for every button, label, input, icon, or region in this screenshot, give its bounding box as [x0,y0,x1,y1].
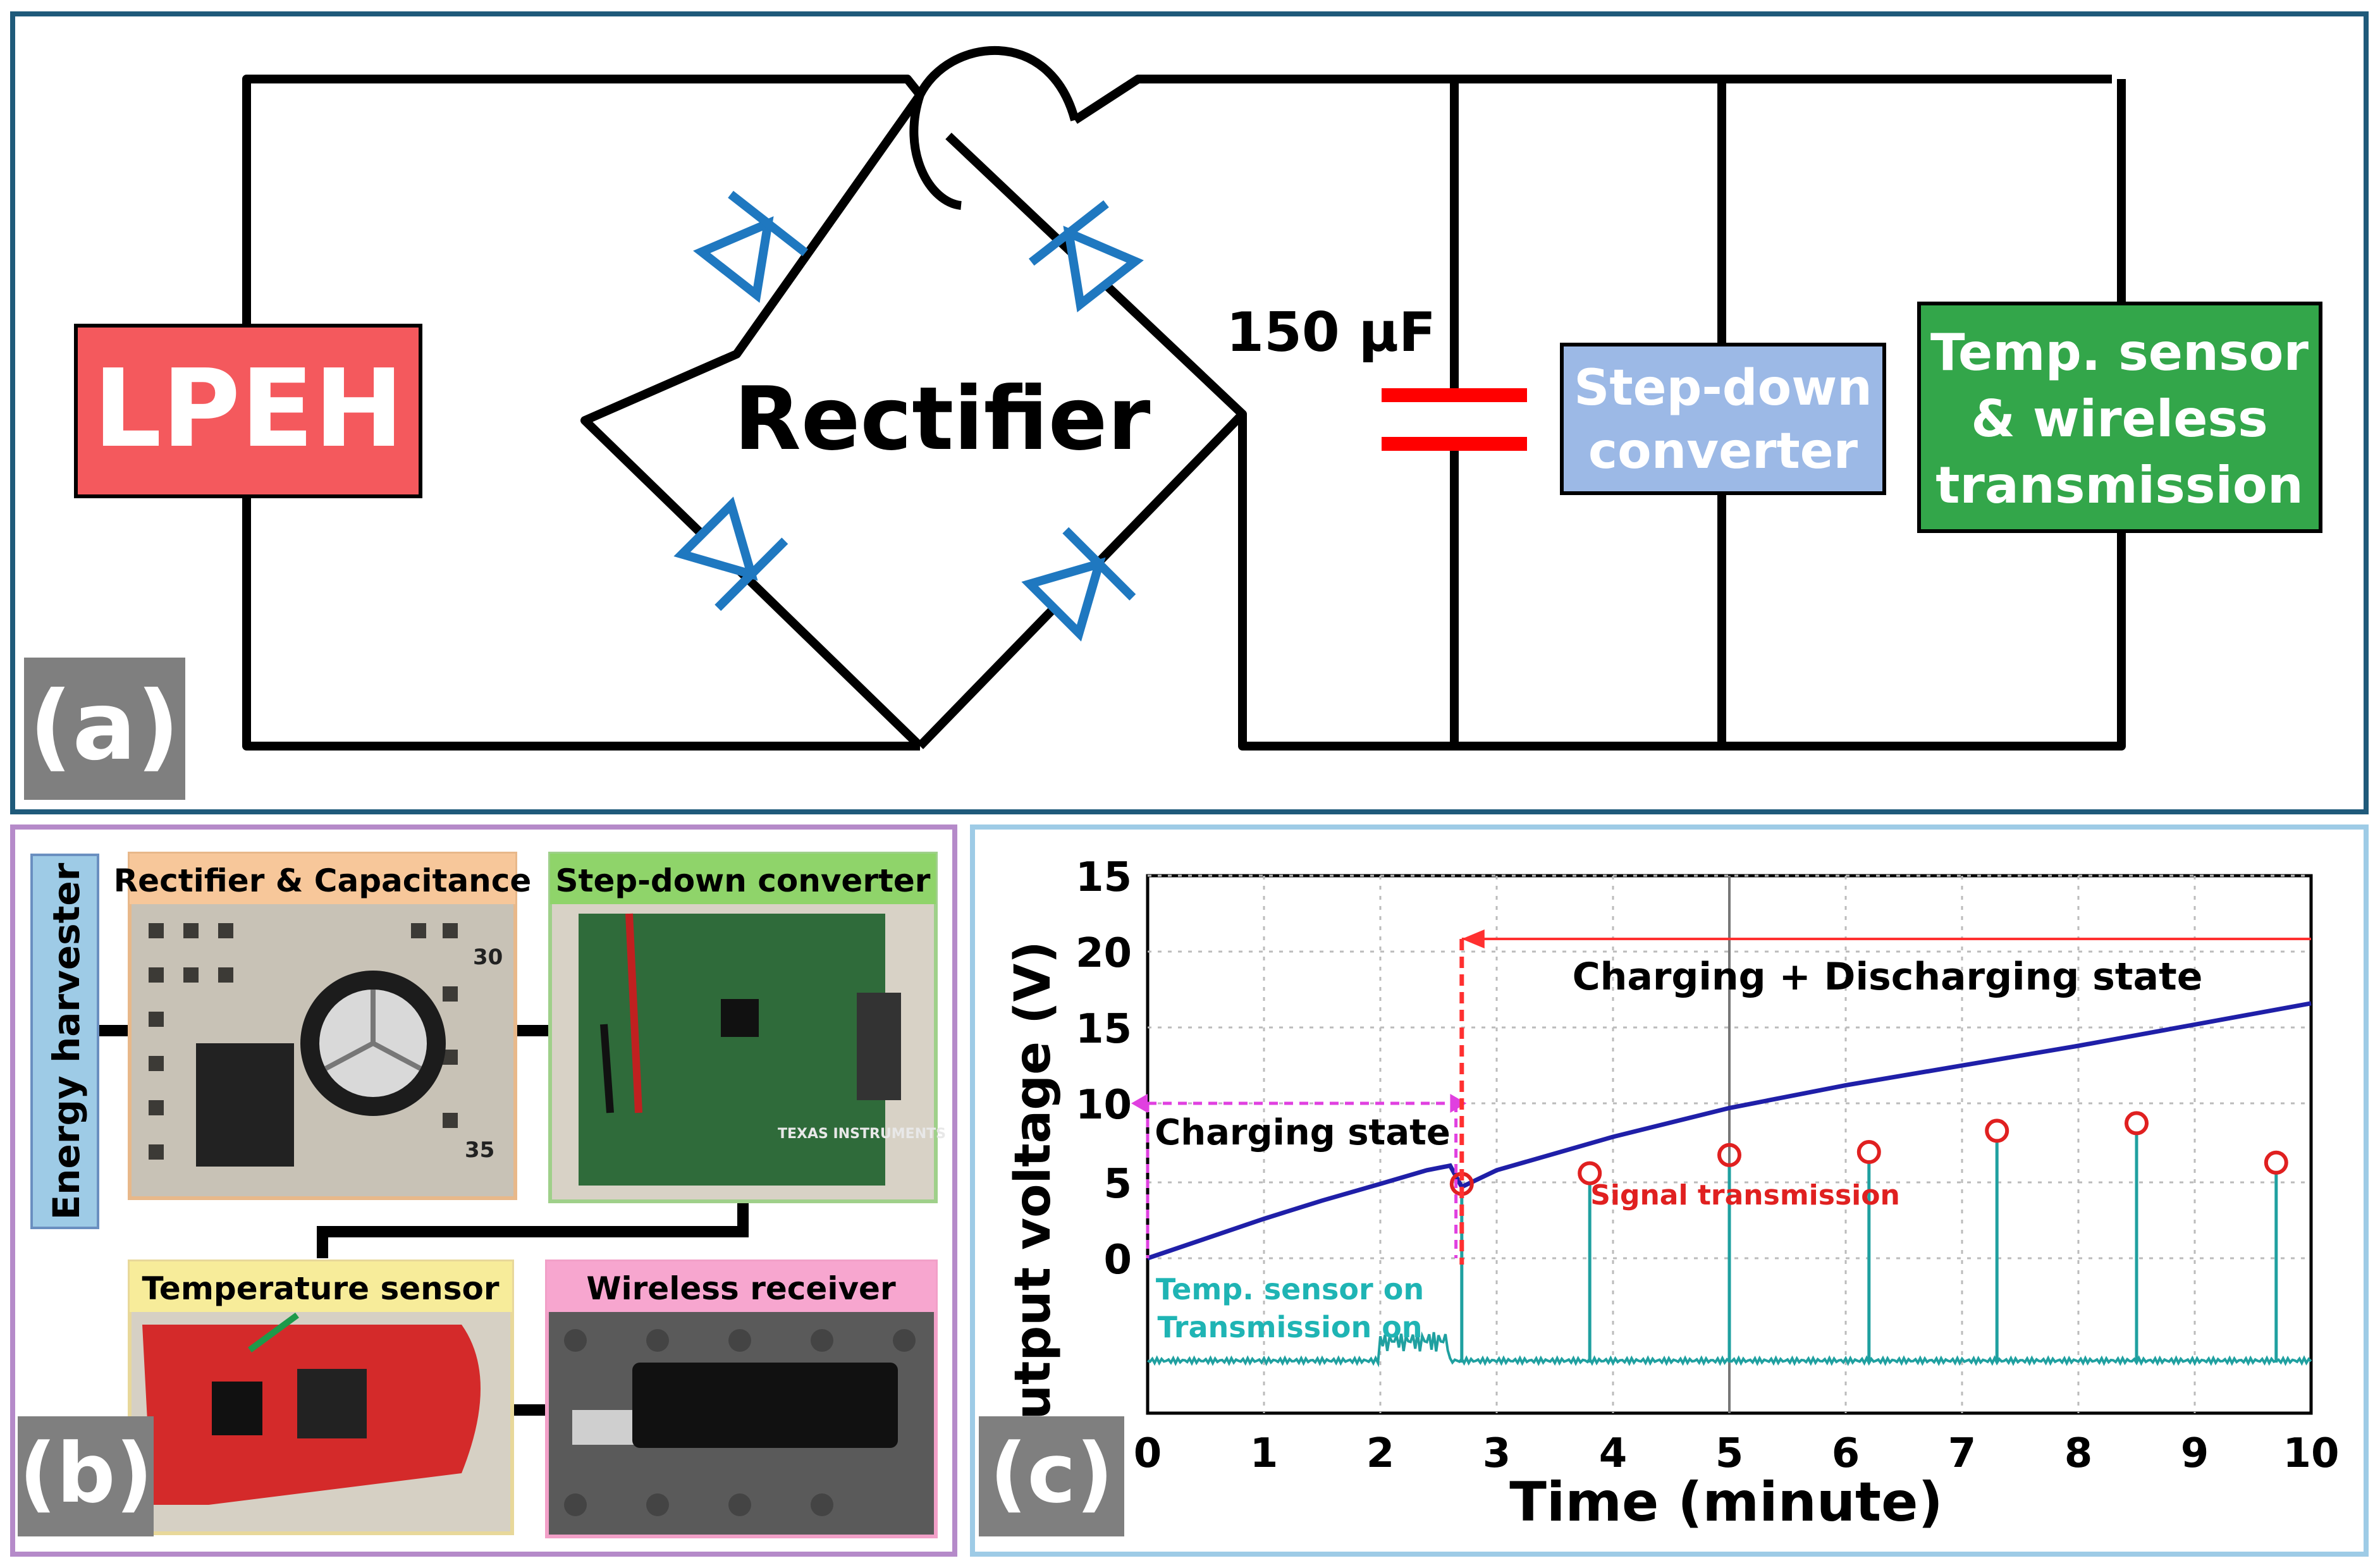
stepdown-photo-label: Step-down converter [556,862,931,899]
temp-sensor-label: Temperature sensor [142,1270,499,1307]
wireless-receiver-label: Wireless receiver [586,1270,896,1307]
x-tick-0: 0 [1134,1430,1162,1477]
circuit-wires [242,46,2126,751]
tag-c-bg [979,1416,1124,1536]
temp-sensor-photo: Temperature sensor [128,1260,514,1535]
signal-marker-5 [2125,1111,2149,1136]
stepdown-line2: converter [1588,423,1858,480]
x-tick-7: 7 [1948,1430,1977,1477]
ti-text: TEXAS INSTRUMENTS [778,1126,946,1142]
voltage-trace [1146,1001,2312,1261]
sensor-line2: & wireless [1971,389,2268,448]
trans-on-label: Transmission on [1157,1310,1422,1344]
tag-b-bg [18,1416,154,1536]
y-tick-5: 0 [1103,1237,1132,1284]
stepdown-photo: Step-down converter TEXAS INSTRUMENTS [548,852,946,1203]
sensor-line1: Temp. sensor [1930,323,2309,382]
diode-3 [673,496,788,611]
energy-harvester-label: Energy harvester [45,862,88,1220]
wire-hop [909,46,1079,210]
x-axis-label: Time (minute) [1509,1471,1943,1534]
usb-dongle [632,1363,898,1448]
wire-left [242,75,924,326]
usb-plug [572,1410,635,1445]
sensor-line3: transmission [1935,456,2303,515]
tag-a-bg [24,658,185,800]
x-tick-3: 3 [1483,1430,1511,1477]
voltage-chart: 0 1 2 3 4 5 6 7 8 9 10 15 20 15 10 5 0 [1076,854,2340,1477]
lpeh-label: LPEH [93,346,403,472]
panel-b: Energy harvester Rectifier & Capacitance… [10,824,957,1557]
temp-on-label: Temp. sensor on [1156,1272,1424,1306]
x-tick-4: 4 [1599,1430,1628,1477]
panel-a: 150 μF LPEH Rectifier Step-down converte… [10,11,2369,814]
bb-num-bottom: 35 [465,1137,494,1163]
panel-c: 0 1 2 3 4 5 6 7 8 9 10 15 20 15 10 5 0 Output voltage (V… [970,824,2369,1557]
charging-arrowhead-left [1131,1094,1148,1113]
stepdown-box [1560,343,1886,495]
connectors [98,1025,749,1416]
x-tick-1: 1 [1250,1430,1279,1477]
signal-marker-1 [1578,1161,1602,1186]
wire-top-right [1072,75,2112,124]
charge-discharge-label: Charging + Discharging state [1573,955,2203,999]
x-tick-8: 8 [2064,1430,2093,1477]
rectifier-photo: Rectifier & Capacitance 30 35 [114,852,532,1200]
y-tick-4: 5 [1103,1161,1132,1208]
stepdown-line1: Step-down [1574,360,1872,417]
wire-bottom-left [242,496,920,751]
y-tick-1: 20 [1076,930,1132,977]
energy-harvester-box [30,854,99,1229]
diodes [673,190,1144,642]
receiver-photo: Wireless receiver [545,1260,938,1538]
tag-a: (a) [29,671,180,782]
y-tick-0: 15 [1076,854,1132,901]
diode-1 [693,190,809,303]
rectifier-cap-label: Rectifier & Capacitance [114,862,532,899]
sensor-box [1917,302,2322,533]
tag-b: (b) [19,1425,153,1521]
discharge-arrowhead [1461,929,1485,948]
tag-c: (c) [990,1425,1113,1521]
charging-arrowhead-right [1450,1094,1467,1113]
lpeh-box [74,324,422,498]
stepdown-pcb [579,914,885,1186]
capacitor [1382,388,1527,451]
bridge-rectifier-chip [196,1043,294,1167]
signal-marker-3 [1856,1140,1881,1164]
signal-marker-6 [2264,1150,2288,1175]
diode-4 [1021,527,1136,642]
signal-transmission-label: Signal transmission [1590,1179,1900,1211]
x-tick-5: 5 [1715,1430,1744,1477]
x-tick-6: 6 [1832,1430,1860,1477]
signal-marker-2 [1717,1143,1741,1167]
bb-num-top: 30 [473,945,503,970]
signal-marker-4 [1985,1119,2009,1143]
y-axis-label: Output voltage (V) [1005,941,1062,1462]
capacitor-label: 150 μF [1226,301,1436,364]
y-tick-3: 10 [1076,1082,1132,1129]
x-tick-2: 2 [1366,1430,1395,1477]
charging-state-label: Charging state [1155,1112,1451,1153]
x-tick-10: 10 [2283,1430,2339,1477]
x-tick-9: 9 [2181,1430,2209,1477]
wire-bridge-left-top [580,92,924,750]
breadboard-holes [149,923,458,1160]
y-tick-2: 15 [1076,1006,1132,1053]
rectifier-label: Rectifier [734,368,1151,470]
diode-2 [1028,200,1144,312]
